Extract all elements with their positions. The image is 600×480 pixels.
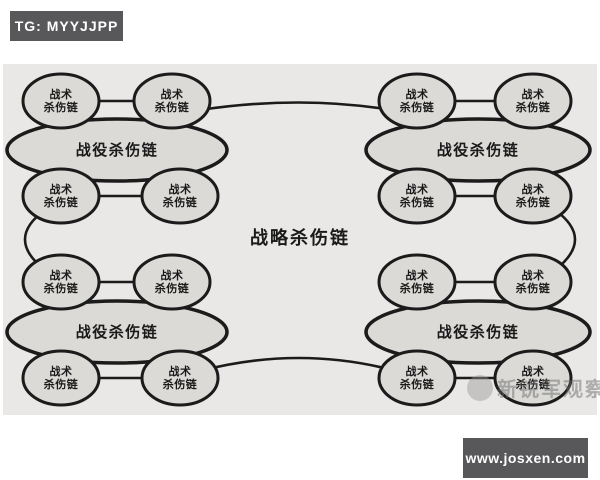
watermark: 新锐军观察 [467, 375, 600, 401]
tactical-label-line1: 战术 [522, 268, 545, 282]
tactical-node [377, 253, 457, 311]
tactical-label-line1: 战术 [169, 364, 192, 378]
campaign-group-top-right: 战役杀伤链 战术 杀伤链 战术 杀伤链 战术 杀伤链 战术 杀伤链 [364, 72, 592, 225]
telegram-channel-label: TG: MYYJJPP [14, 18, 119, 34]
tactical-label-line2: 杀伤链 [163, 377, 198, 391]
tactical-label-line1: 战术 [406, 87, 429, 101]
telegram-channel-badge: TG: MYYJJPP [10, 11, 123, 41]
tactical-label-line1: 战术 [50, 268, 73, 282]
tactical-node [140, 349, 220, 407]
campaign-group-bottom-right: 战役杀伤链 战术 杀伤链 战术 杀伤链 战术 杀伤链 战术 杀伤链 [364, 253, 592, 407]
strategic-label: 战略杀伤链 [250, 227, 350, 248]
tactical-label-line2: 杀伤链 [400, 281, 435, 295]
tactical-label-line1: 战术 [406, 364, 429, 378]
tactical-label-line2: 杀伤链 [516, 100, 551, 114]
tactical-label-line2: 杀伤链 [400, 195, 435, 209]
tactical-label-line2: 杀伤链 [44, 195, 79, 209]
tactical-label-line2: 杀伤链 [44, 377, 79, 391]
tactical-node [377, 349, 457, 407]
campaign-group-top-left: 战役杀伤链 战术 杀伤链 战术 杀伤链 战术 杀伤链 战术 杀伤链 [5, 72, 229, 225]
tactical-label-line2: 杀伤链 [400, 377, 435, 391]
watermark-label: 新锐军观察 [497, 377, 600, 401]
tactical-label-line1: 战术 [406, 182, 429, 196]
tactical-label-line2: 杀伤链 [44, 100, 79, 114]
edge-bottomleft-to-bottomright [199, 356, 397, 373]
tactical-node [132, 253, 212, 311]
tactical-node [377, 167, 457, 225]
tactical-node [493, 349, 573, 407]
panda-logo-icon [467, 375, 493, 401]
tactical-label-line1: 战术 [161, 87, 184, 101]
edge-topleft-to-topright [199, 101, 393, 112]
tactical-node [132, 72, 212, 130]
tactical-node [377, 72, 457, 130]
tactical-label-line2: 杀伤链 [516, 281, 551, 295]
tactical-label-line1: 战术 [161, 268, 184, 282]
tactical-label-line1: 战术 [522, 364, 545, 378]
website-badge: www.josxen.com [463, 438, 588, 478]
website-label: www.josxen.com [465, 450, 586, 466]
campaign-node [364, 117, 592, 183]
campaign-label: 战役杀伤链 [437, 323, 520, 341]
tactical-label-line1: 战术 [50, 87, 73, 101]
tactical-label-line2: 杀伤链 [400, 100, 435, 114]
tactical-label-line1: 战术 [169, 182, 192, 196]
campaign-label: 战役杀伤链 [76, 323, 159, 341]
tactical-label-line2: 杀伤链 [155, 100, 190, 114]
tactical-node [21, 253, 101, 311]
tactical-node [21, 167, 101, 225]
campaign-label: 战役杀伤链 [437, 141, 520, 159]
tactical-label-line2: 杀伤链 [163, 195, 198, 209]
campaign-node [364, 299, 592, 365]
tactical-node [21, 349, 101, 407]
tactical-node [493, 253, 573, 311]
tactical-node [140, 167, 220, 225]
tactical-label-line2: 杀伤链 [155, 281, 190, 295]
tactical-label-line1: 战术 [50, 364, 73, 378]
tactical-label-line1: 战术 [50, 182, 73, 196]
tactical-label-line1: 战术 [522, 182, 545, 196]
campaign-label: 战役杀伤链 [76, 141, 159, 159]
tactical-label-line2: 杀伤链 [516, 377, 551, 391]
campaign-node [5, 117, 229, 183]
tactical-node [493, 72, 573, 130]
tactical-label-line2: 杀伤链 [44, 281, 79, 295]
campaign-node [5, 299, 229, 365]
tactical-node [21, 72, 101, 130]
tactical-label-line1: 战术 [522, 87, 545, 101]
tactical-label-line2: 杀伤链 [516, 195, 551, 209]
campaign-group-bottom-left: 战役杀伤链 战术 杀伤链 战术 杀伤链 战术 杀伤链 战术 杀伤链 [5, 253, 229, 407]
tactical-label-line1: 战术 [406, 268, 429, 282]
tactical-node [493, 167, 573, 225]
